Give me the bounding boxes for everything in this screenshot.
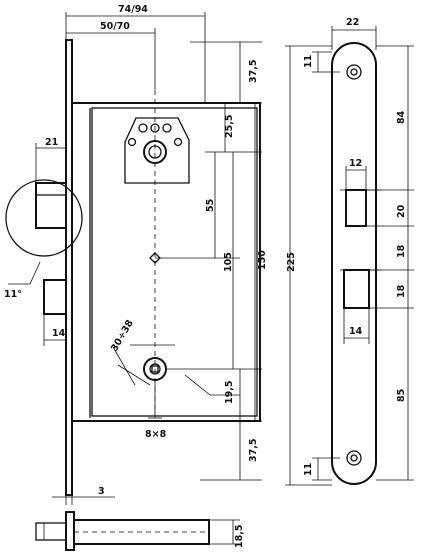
- inner-plate: [91, 107, 258, 417]
- dim-top-distance: 84: [396, 110, 407, 124]
- dim-key-range: 30÷38: [109, 318, 136, 354]
- dim-bottom-offset: 37,5: [248, 439, 259, 462]
- dim-screw-top: 11: [303, 55, 314, 68]
- dim-depth: 18,5: [234, 525, 245, 548]
- dim-thickness: 3: [98, 486, 105, 497]
- dim-top-offset: 37,5: [248, 60, 259, 83]
- dim-total-width: 74/94: [118, 4, 148, 15]
- detail-circle: [5, 179, 83, 257]
- dim-bolt-slot-width: 14: [349, 326, 363, 337]
- bolt-slot: [343, 269, 370, 309]
- faceplate: [331, 42, 377, 485]
- lock-case: [71, 102, 261, 422]
- dim-latch-projection: 21: [45, 137, 58, 148]
- front-view: [5, 39, 261, 551]
- dim-screw-bottom: 11: [303, 463, 314, 476]
- center-hole: [149, 252, 161, 264]
- bottom-screw-hole: [346, 450, 362, 466]
- dim-backset: 50/70: [100, 21, 130, 32]
- dim-latch-angle: 11°: [4, 289, 22, 300]
- bottom-view-forend: [65, 511, 75, 551]
- dim-handle-distance: 105: [223, 252, 234, 272]
- side-view: [331, 42, 382, 485]
- side-dimension-labels: 22 11 84 12 20 18 18 14 85 11 225: [286, 17, 407, 476]
- follower-housing: [124, 117, 190, 184]
- dim-latch-axis: 55: [205, 199, 216, 212]
- dim-lock-offset: 19,5: [224, 381, 235, 404]
- dim-plate-width: 22: [346, 17, 359, 28]
- dim-bolt-slot-height: 18: [396, 284, 407, 298]
- dim-total-height: 150: [257, 250, 268, 270]
- dim-deadbolt-width: 14: [52, 328, 66, 339]
- side-dimensions: [285, 26, 414, 486]
- latch-bolt: [35, 182, 67, 229]
- dim-follower-square: 8×8: [145, 429, 167, 440]
- dim-plate-length: 225: [286, 252, 297, 272]
- dim-bottom-distance: 85: [396, 389, 407, 402]
- front-dimension-labels: 74/94 50/70 37,5 25,5 55 105 150 19,5 37…: [4, 4, 268, 548]
- dim-latch-slot-height: 20: [396, 204, 407, 218]
- dim-latch-slot-width: 12: [349, 158, 362, 169]
- dead-bolt: [43, 279, 67, 315]
- top-screw-hole: [346, 64, 362, 80]
- dim-gap: 18: [396, 244, 407, 258]
- latch-slot: [345, 189, 367, 227]
- front-dimensions: [8, 12, 262, 545]
- dim-follower-offset: 25,5: [224, 115, 235, 138]
